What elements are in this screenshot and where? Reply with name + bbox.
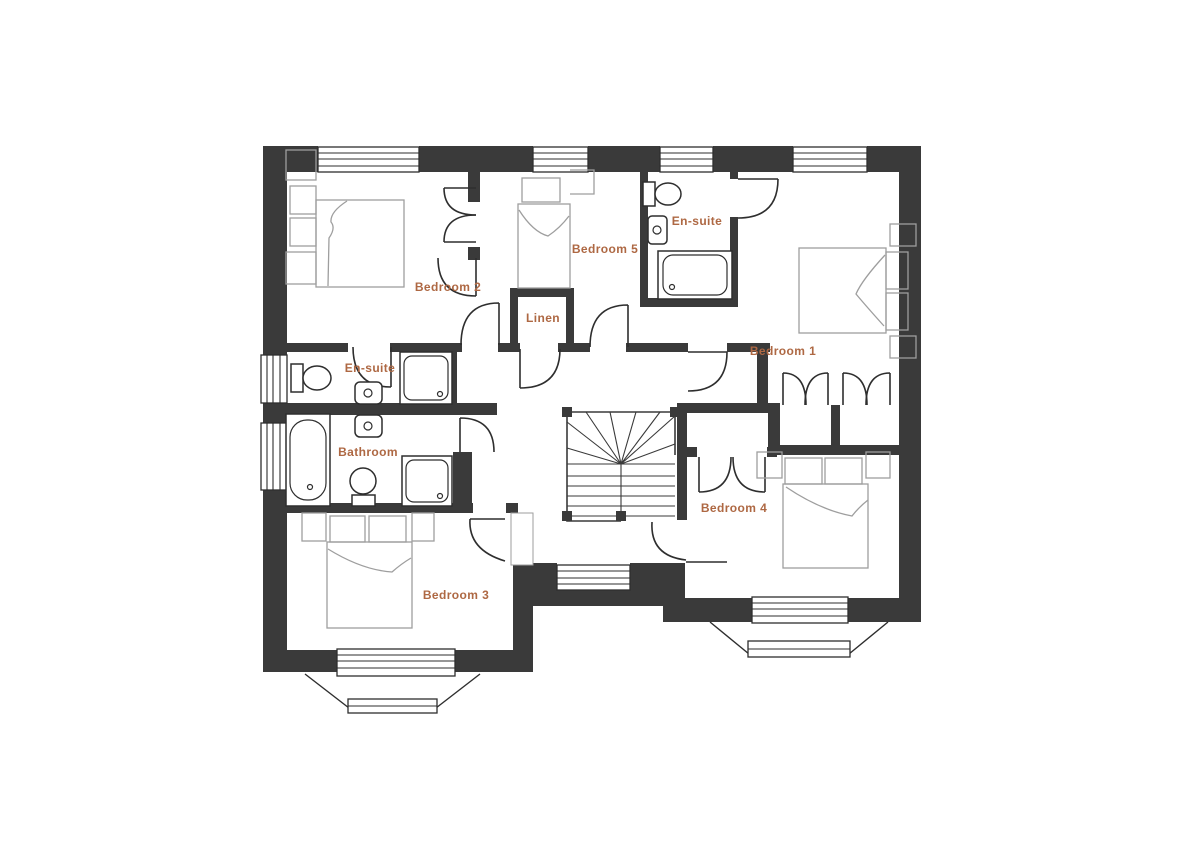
door-ensuite-top <box>737 178 779 219</box>
doors <box>352 178 891 563</box>
bed-bedroom5 <box>517 169 595 289</box>
window-bedroom2 <box>317 146 420 173</box>
bay-window-bedroom4 <box>709 621 889 658</box>
room-label-ensuite-left: En-suite <box>345 361 396 375</box>
door-bedroom4 <box>651 521 727 563</box>
sanitary-fixtures <box>285 181 733 507</box>
door-bedroom3 <box>469 518 506 562</box>
door-bedroom5 <box>589 304 629 348</box>
windows <box>260 146 889 714</box>
walls <box>263 146 921 672</box>
room-label-linen: Linen <box>526 311 560 325</box>
bath-ensuite-top <box>657 250 733 300</box>
room-label-ensuite-top: En-suite <box>672 214 723 228</box>
wardrobe-doors-bedroom1 <box>782 372 891 406</box>
door-bathroom <box>459 417 495 453</box>
staircase <box>562 407 680 522</box>
door-bedroom2 <box>460 302 500 346</box>
bed-bedroom2 <box>285 149 405 288</box>
bath-bathroom <box>285 413 331 507</box>
door-linen <box>519 348 561 389</box>
room-label-bathroom: Bathroom <box>338 445 398 459</box>
basin-bathroom <box>354 414 383 438</box>
room-label-bedroom-3: Bedroom 3 <box>423 588 489 602</box>
window-bedroom1 <box>792 146 868 173</box>
room-labels: Bedroom 2 Bedroom 5 En-suite Bedroom 1 L… <box>338 214 816 602</box>
window-ensuite-left <box>260 354 288 404</box>
room-label-bedroom-4: Bedroom 4 <box>701 501 767 515</box>
shower-ensuite-left <box>399 351 453 405</box>
bed-bedroom3 <box>301 512 435 629</box>
furniture <box>285 149 917 629</box>
wardrobe-doors-bedroom4 <box>698 456 766 493</box>
window-landing <box>556 564 631 591</box>
door-bedroom1 <box>687 351 728 392</box>
room-label-bedroom-5: Bedroom 5 <box>572 242 638 256</box>
window-bedroom5 <box>532 146 589 173</box>
bed-bedroom1 <box>798 223 917 359</box>
window-bathroom <box>260 422 288 491</box>
wardrobe-doors-bedroom2 <box>437 187 477 297</box>
window-bedroom3 <box>336 648 456 677</box>
door-ensuite-left <box>352 346 392 388</box>
basin-ensuite-left <box>354 381 383 405</box>
toilet-ensuite-left <box>290 363 332 393</box>
room-label-bedroom-2: Bedroom 2 <box>415 280 481 294</box>
basin-ensuite-top <box>647 215 668 245</box>
toilet-ensuite-top <box>642 181 682 207</box>
toilet-bathroom <box>349 467 377 507</box>
window-bedroom4 <box>751 596 849 624</box>
room-label-bedroom-1: Bedroom 1 <box>750 344 816 358</box>
window-ensuite-top <box>659 146 714 173</box>
bed-bedroom4 <box>756 451 891 569</box>
shower-bathroom <box>401 455 453 507</box>
bay-window-bedroom3 <box>304 673 481 714</box>
